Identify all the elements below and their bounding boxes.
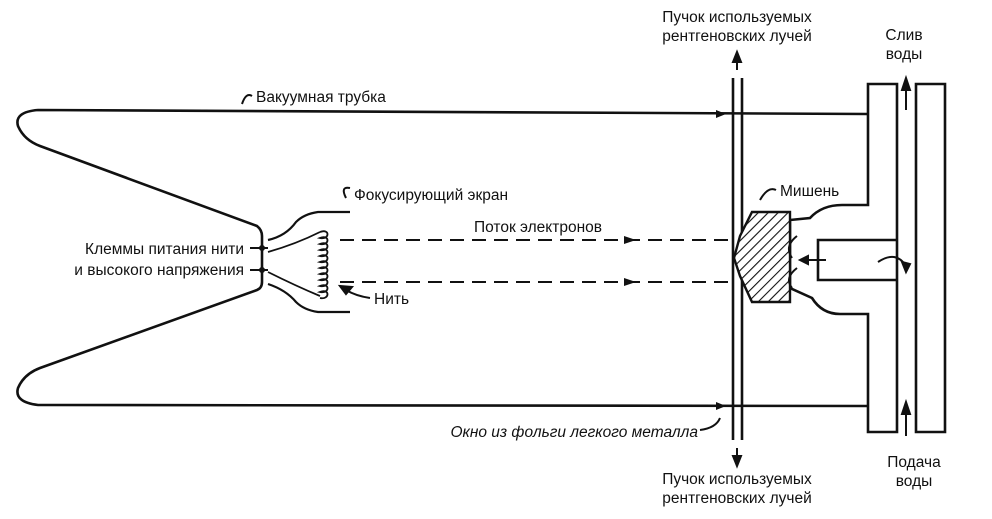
terminal-pins <box>250 245 268 273</box>
focusing-screen <box>267 210 350 314</box>
vacuum-tube-envelope <box>16 108 869 408</box>
vacuum-tube-label: Вакуумная трубка <box>256 89 386 106</box>
leader-lines <box>241 94 777 431</box>
water-flow-arcs <box>787 235 912 289</box>
anode-body <box>788 82 947 434</box>
foil-window-label: Окно из фольги легкого металла <box>450 424 698 441</box>
target-label: Мишень <box>780 183 839 200</box>
electron-flow-label: Поток электронов <box>474 219 602 236</box>
beam-top-label-line1: Пучок используемых <box>662 9 812 26</box>
supply-label-line2: воды <box>896 473 933 490</box>
terminals-label-line2: и высокого напряжения <box>74 262 244 279</box>
beam-bottom-label-line1: Пучок используемых <box>662 471 812 488</box>
drain-label-line2: воды <box>886 46 923 63</box>
electron-stream <box>340 239 730 283</box>
beam-bottom-label-line2: рентгеновских лучей <box>662 490 811 507</box>
beam-top-label-line2: рентгеновских лучей <box>662 28 811 45</box>
filament-coil <box>267 230 329 300</box>
electron-stream-arrows <box>624 236 636 286</box>
filament-label: Нить <box>374 291 409 308</box>
water-supply-arrow <box>900 398 912 436</box>
focusing-screen-label: Фокусирующий экран <box>354 187 508 204</box>
target-hatched <box>732 210 792 304</box>
drain-label-line1: Слив <box>885 27 922 44</box>
water-drain-arrow <box>900 74 912 110</box>
xray-beam-arrows <box>731 49 743 469</box>
tube-wall-arrows <box>716 110 726 410</box>
terminals-label-line1: Клеммы питания нити <box>85 241 244 258</box>
supply-label-line1: Подача <box>887 454 941 471</box>
